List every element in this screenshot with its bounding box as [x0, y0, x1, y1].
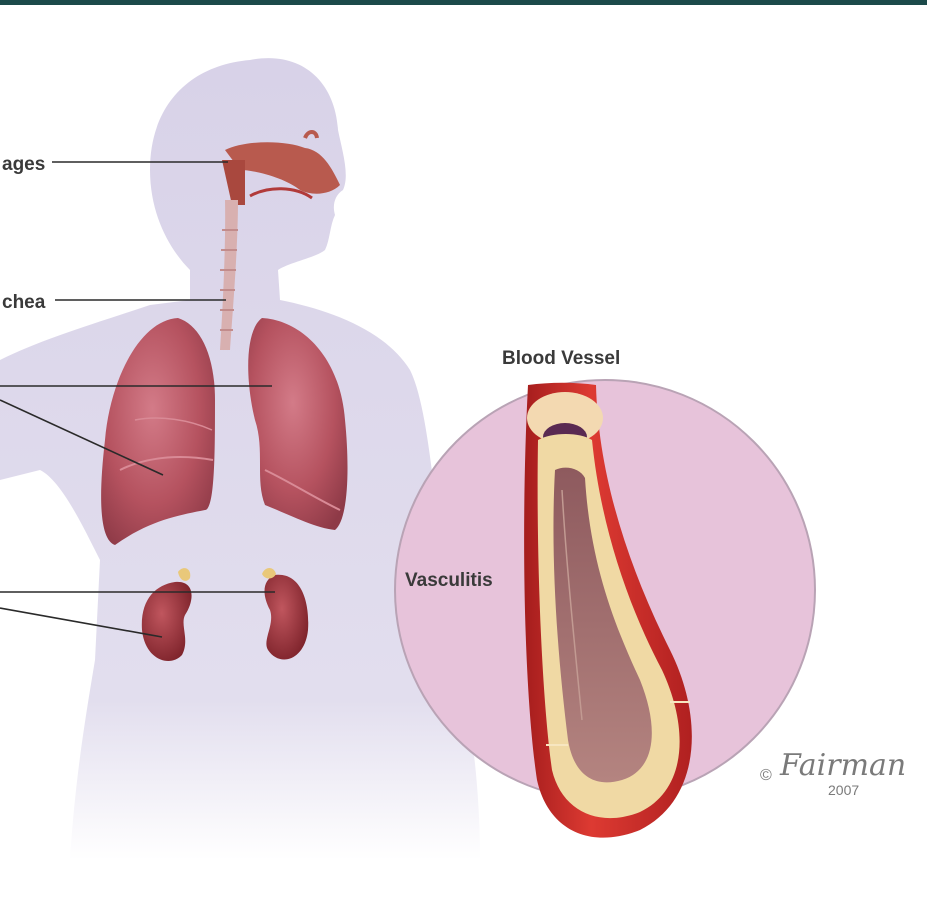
top-bar [0, 0, 927, 5]
signature-year: 2007 [828, 782, 859, 798]
label-trachea: chea [2, 292, 46, 313]
copyright-symbol: © [760, 767, 772, 784]
signature-name: Fairman [779, 748, 906, 783]
label-vasculitis: Vasculitis [405, 570, 493, 591]
label-blood-vessel: Blood Vessel [502, 348, 620, 369]
artist-signature: © Fairman 2007 [760, 748, 906, 798]
label-nasal-passages: ages [2, 154, 45, 175]
